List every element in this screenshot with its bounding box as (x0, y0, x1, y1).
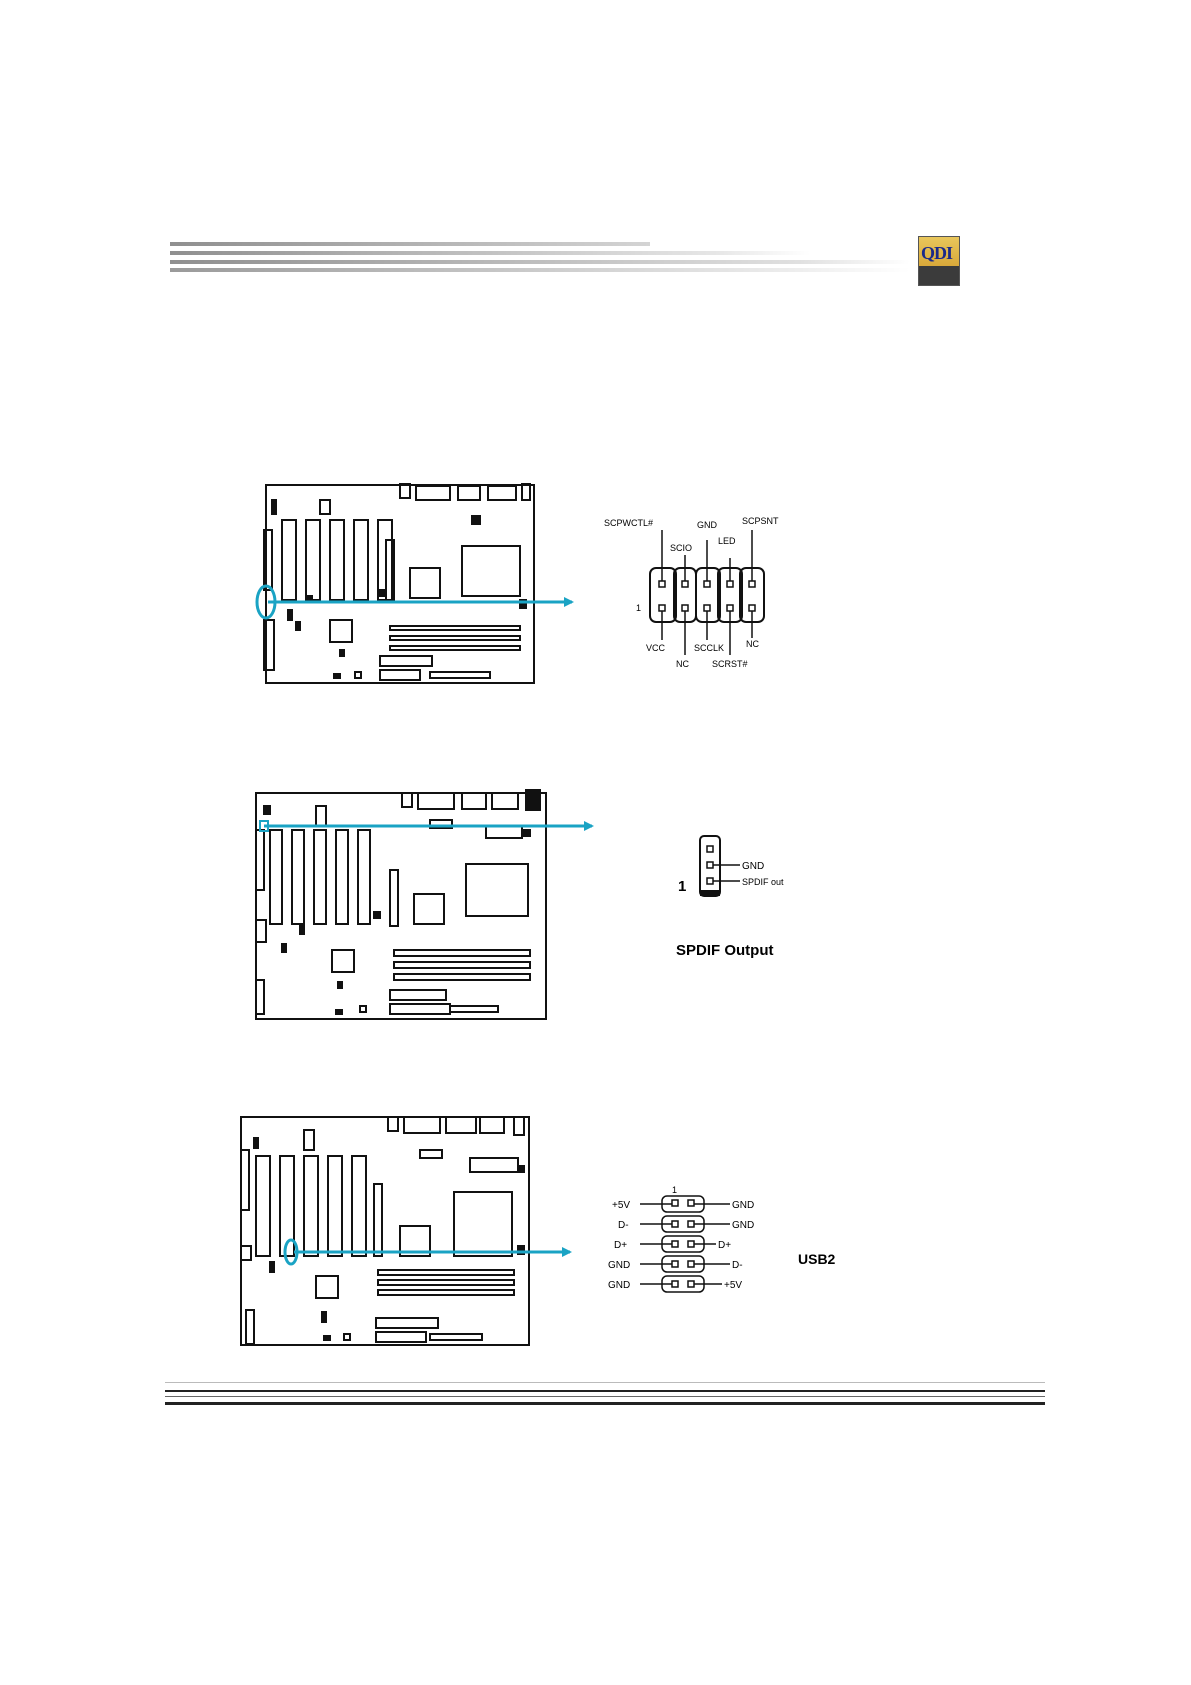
pin-label-left: D+ (614, 1240, 627, 1251)
pin-label-right: D+ (718, 1240, 731, 1251)
pin-label-left: GND (608, 1280, 630, 1291)
diagram-caption: USB2 (798, 1251, 836, 1267)
pin-label-right: +5V (724, 1280, 742, 1291)
pin-label-bottom: SCRST# (712, 659, 748, 669)
pin-label-bottom: NC (676, 659, 689, 669)
spdif-header: GND SPDIF out 1 SPDIF Output (676, 836, 784, 959)
pin-label: SPDIF out (742, 877, 784, 887)
pin-label-bottom: SCCLK (694, 643, 724, 653)
footer-line (165, 1396, 1045, 1397)
pin-label-top: LED (718, 536, 736, 546)
usb2-header: 1 +5V D- D+ GND GND GND GND D+ D- +5V US… (608, 1185, 836, 1292)
footer-line (165, 1390, 1045, 1392)
pin-label-left: GND (608, 1260, 630, 1271)
pin-label-bottom: VCC (646, 643, 666, 653)
pin-label-bottom: NC (746, 639, 759, 649)
motherboard-2 (256, 790, 546, 1019)
pin-label-top: SCPSNT (742, 516, 779, 526)
smartcard-header: SCPWCTL# SCIO GND LED SCPSNT VCC NC SCCL… (604, 516, 779, 669)
pin1-marker: 1 (636, 603, 641, 613)
footer-line (165, 1382, 1045, 1383)
diagram-caption: SPDIF Output (676, 942, 774, 959)
pin-label-top: SCIO (670, 543, 692, 553)
pin-label-top: SCPWCTL# (604, 518, 653, 528)
pin-label: GND (742, 861, 764, 872)
pin-label-right: GND (732, 1220, 754, 1231)
pin-label-top: GND (697, 520, 718, 530)
pin-label-right: GND (732, 1200, 754, 1211)
motherboard-3 (241, 1117, 529, 1345)
pin1-marker: 1 (678, 878, 686, 895)
pin-label-left: D- (618, 1220, 629, 1231)
pin-label-right: D- (732, 1260, 743, 1271)
pin-label-left: +5V (612, 1200, 630, 1211)
motherboard-1 (264, 484, 534, 683)
footer-line (165, 1402, 1045, 1405)
pin1-marker: 1 (672, 1185, 677, 1195)
